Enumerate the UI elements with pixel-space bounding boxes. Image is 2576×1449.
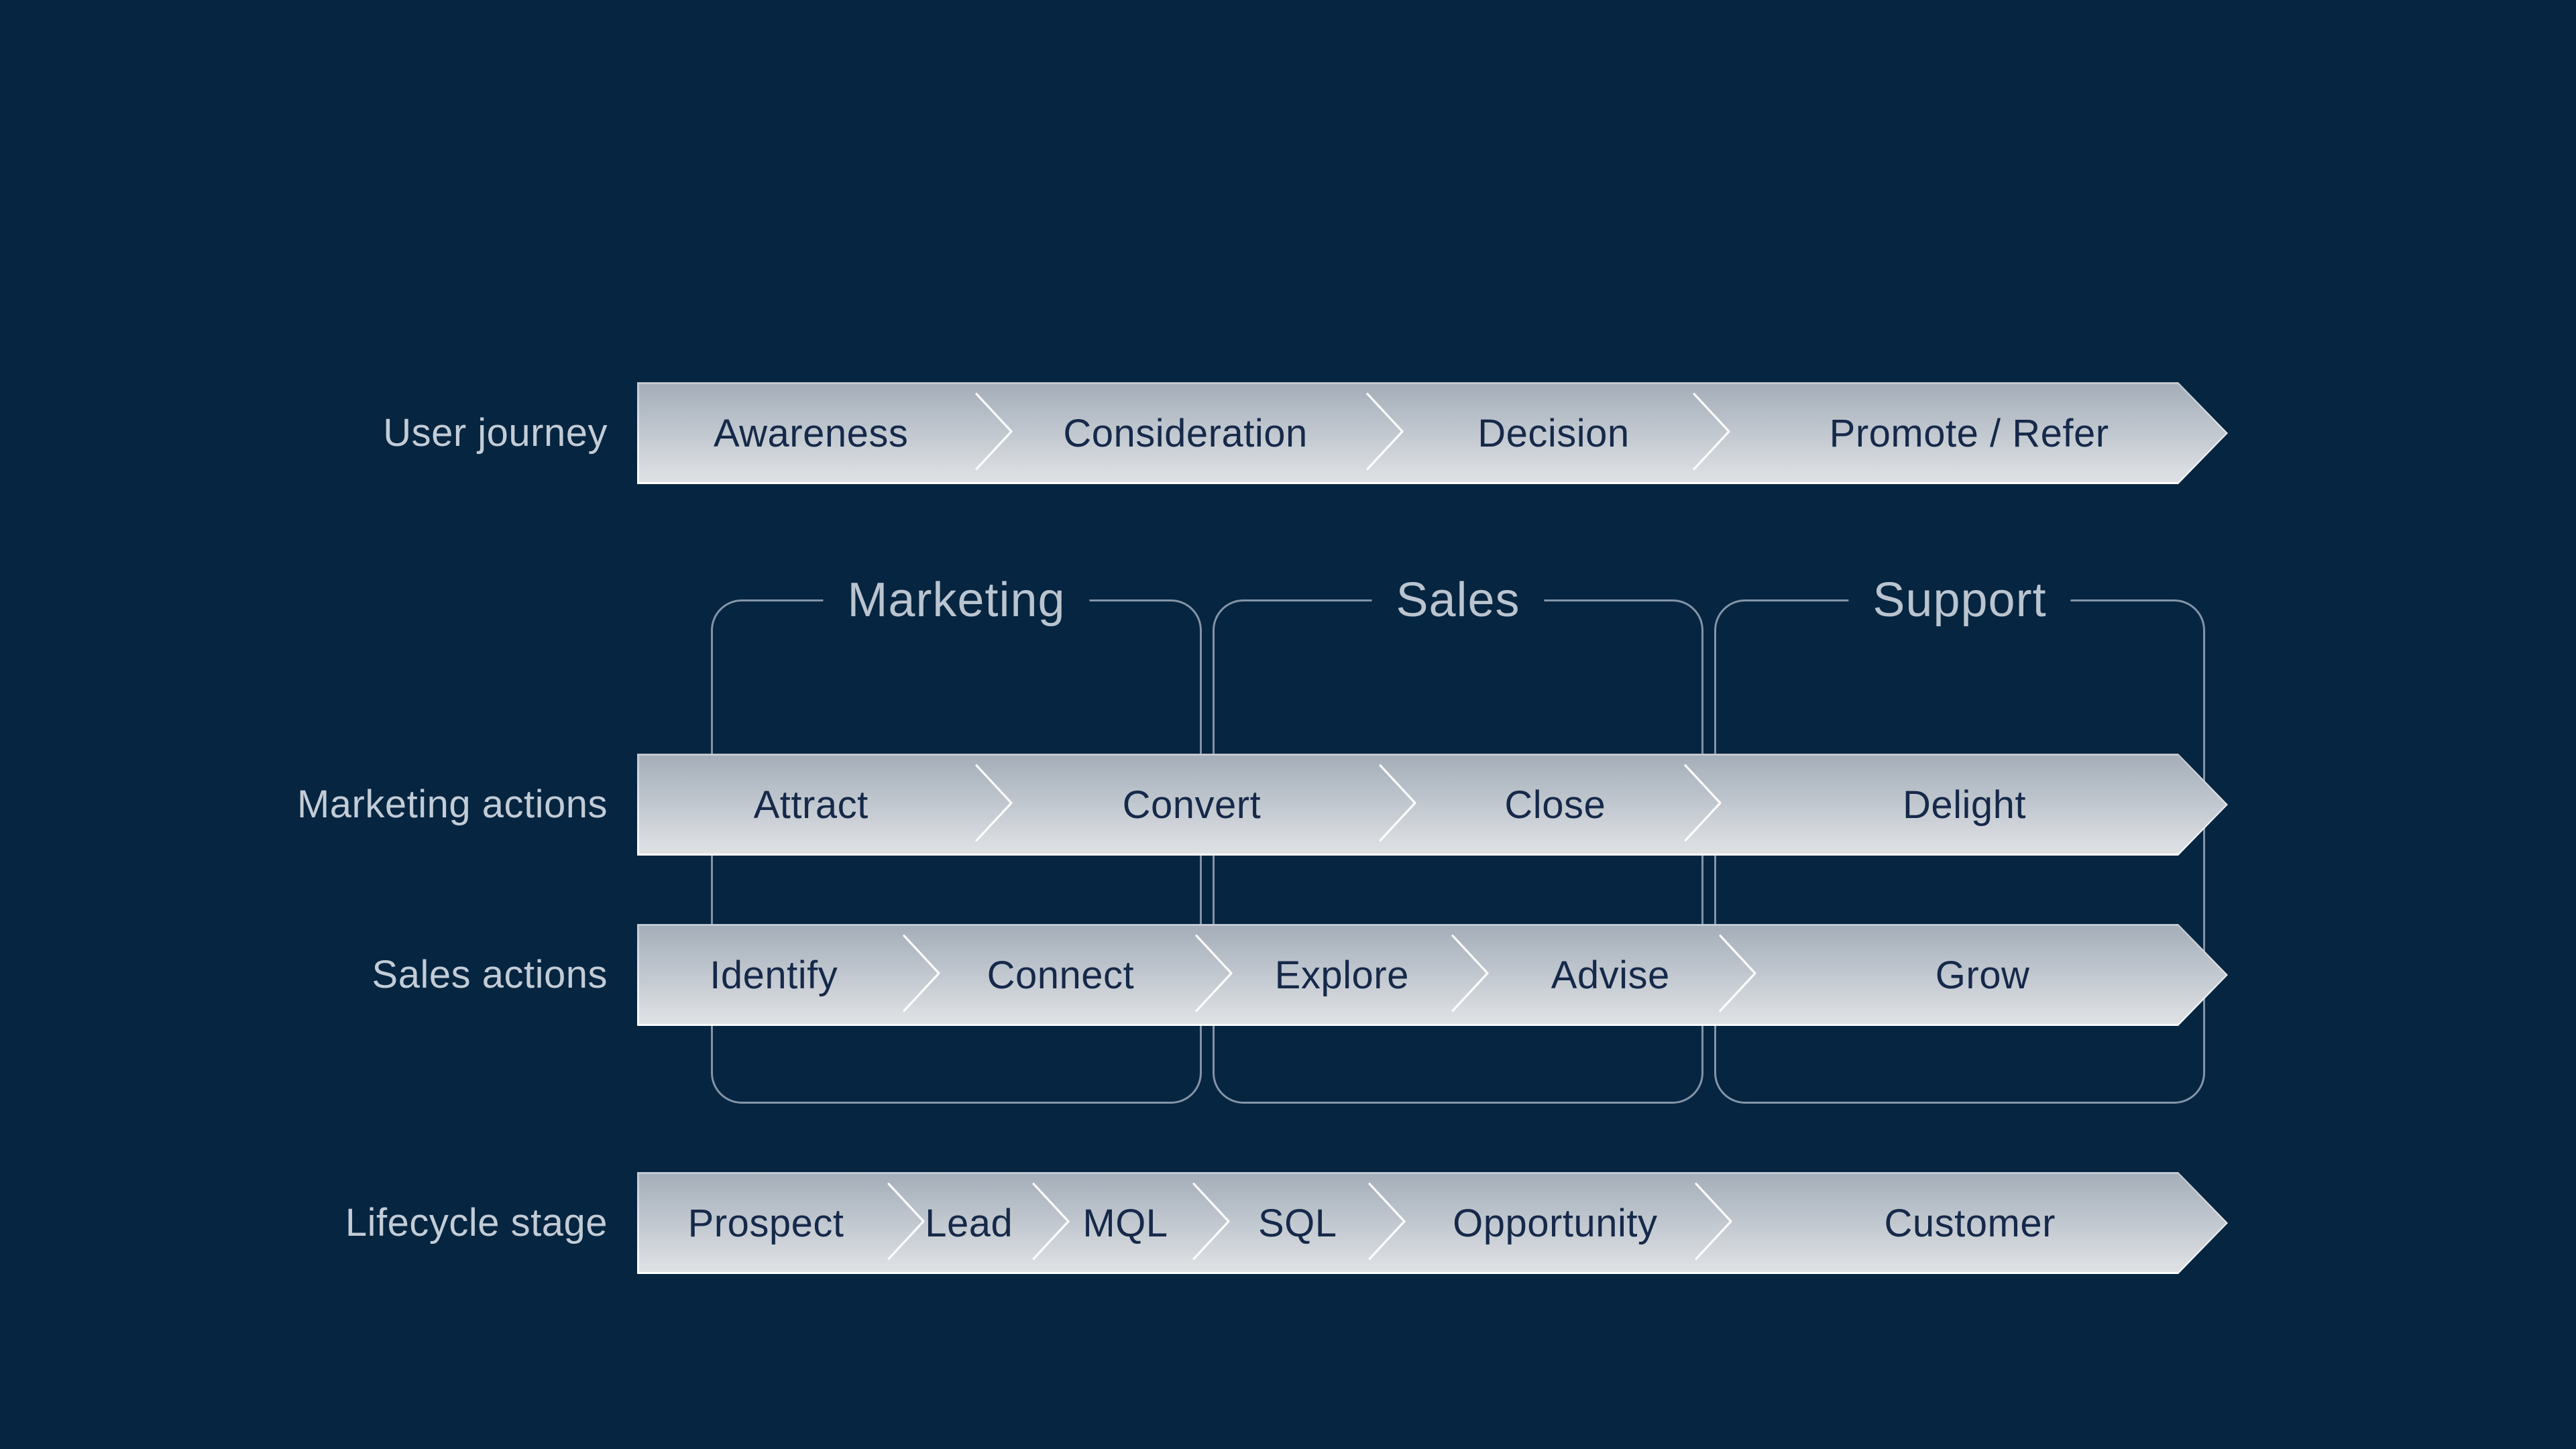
- bar-segment-lifecycle-stage-3: MQL: [1043, 1172, 1207, 1274]
- bar-segments: Identify Connect Explore Advise Grow: [637, 924, 2217, 1026]
- bar-segment-sales-actions-3: Explore: [1211, 924, 1473, 1026]
- bar-segment-marketing-actions-1: Attract: [637, 754, 985, 856]
- bar-segment-sales-actions-5: Grow: [1748, 924, 2217, 1026]
- bar-segment-marketing-actions-2: Convert: [985, 754, 1398, 856]
- bar-segment-sales-actions-4: Advise: [1473, 924, 1748, 1026]
- group-label-marketing: Marketing: [823, 573, 1090, 628]
- arrow-bar-marketing-actions: Attract Convert Close Delight: [637, 754, 2228, 856]
- segment-label: Grow: [1935, 953, 2030, 997]
- segment-label: Prospect: [687, 1201, 844, 1245]
- segment-label: Awareness: [713, 411, 909, 455]
- arrow-bar-sales-actions: Identify Connect Explore Advise Grow: [637, 924, 2228, 1026]
- bar-segment-sales-actions-1: Identify: [637, 924, 911, 1026]
- bar-segment-marketing-actions-4: Delight: [1712, 754, 2217, 856]
- segment-label: Consideration: [1063, 411, 1308, 455]
- segment-label: Delight: [1902, 783, 2027, 827]
- segment-label: Attract: [753, 783, 869, 827]
- segment-label: MQL: [1082, 1201, 1168, 1245]
- bar-segment-lifecycle-stage-6: Customer: [1723, 1172, 2217, 1274]
- bar-segment-marketing-actions-3: Close: [1399, 754, 1712, 856]
- segment-label: Lead: [925, 1201, 1013, 1245]
- bar-segments: Prospect Lead MQL SQL Opportunity Customer: [637, 1172, 2217, 1274]
- arrow-bar-fill: [639, 384, 2226, 482]
- group-label-support: Support: [1848, 573, 2071, 628]
- bar-segments: Awareness Consideration Decision Promote / …: [637, 382, 2217, 484]
- row-label-user-journey: User journey: [383, 411, 608, 455]
- bar-segment-user-journey-3: Decision: [1386, 382, 1721, 484]
- arrow-bar-user-journey: Awareness Consideration Decision Promote / …: [637, 382, 2228, 484]
- segment-label: Connect: [987, 953, 1135, 997]
- bar-segment-lifecycle-stage-2: Lead: [895, 1172, 1043, 1274]
- segment-label: SQL: [1257, 1201, 1337, 1245]
- arrow-bar-lifecycle-stage: Prospect Lead MQL SQL Opportunity Customer: [637, 1172, 2228, 1274]
- segment-label: Explore: [1274, 953, 1409, 997]
- bar-segment-user-journey-1: Awareness: [637, 382, 985, 484]
- segment-label: Close: [1504, 783, 1606, 827]
- bar-segments: Attract Convert Close Delight: [637, 754, 2217, 856]
- bar-segment-lifecycle-stage-1: Prospect: [637, 1172, 895, 1274]
- bar-segment-lifecycle-stage-5: Opportunity: [1388, 1172, 1722, 1274]
- segment-label: Advise: [1551, 953, 1670, 997]
- bar-segment-sales-actions-2: Connect: [911, 924, 1211, 1026]
- row-label-lifecycle-stage: Lifecycle stage: [345, 1201, 608, 1244]
- segment-label: Identify: [710, 953, 838, 997]
- row-label-sales-actions: Sales actions: [372, 953, 608, 996]
- group-bracket-support: Support: [1714, 573, 2205, 1104]
- segment-label: Opportunity: [1453, 1201, 1658, 1245]
- bar-segment-user-journey-4: Promote / Refer: [1721, 382, 2217, 484]
- group-label-sales: Sales: [1371, 573, 1545, 628]
- arrow-bar-fill: [639, 756, 2226, 854]
- segment-label: Convert: [1122, 783, 1262, 827]
- bar-segment-user-journey-2: Consideration: [985, 382, 1386, 484]
- bar-segment-lifecycle-stage-4: SQL: [1207, 1172, 1388, 1274]
- segment-label: Promote / Refer: [1829, 411, 2109, 455]
- segment-label: Customer: [1884, 1201, 2056, 1245]
- row-label-marketing-actions: Marketing actions: [296, 783, 608, 826]
- segment-label: Decision: [1477, 411, 1630, 455]
